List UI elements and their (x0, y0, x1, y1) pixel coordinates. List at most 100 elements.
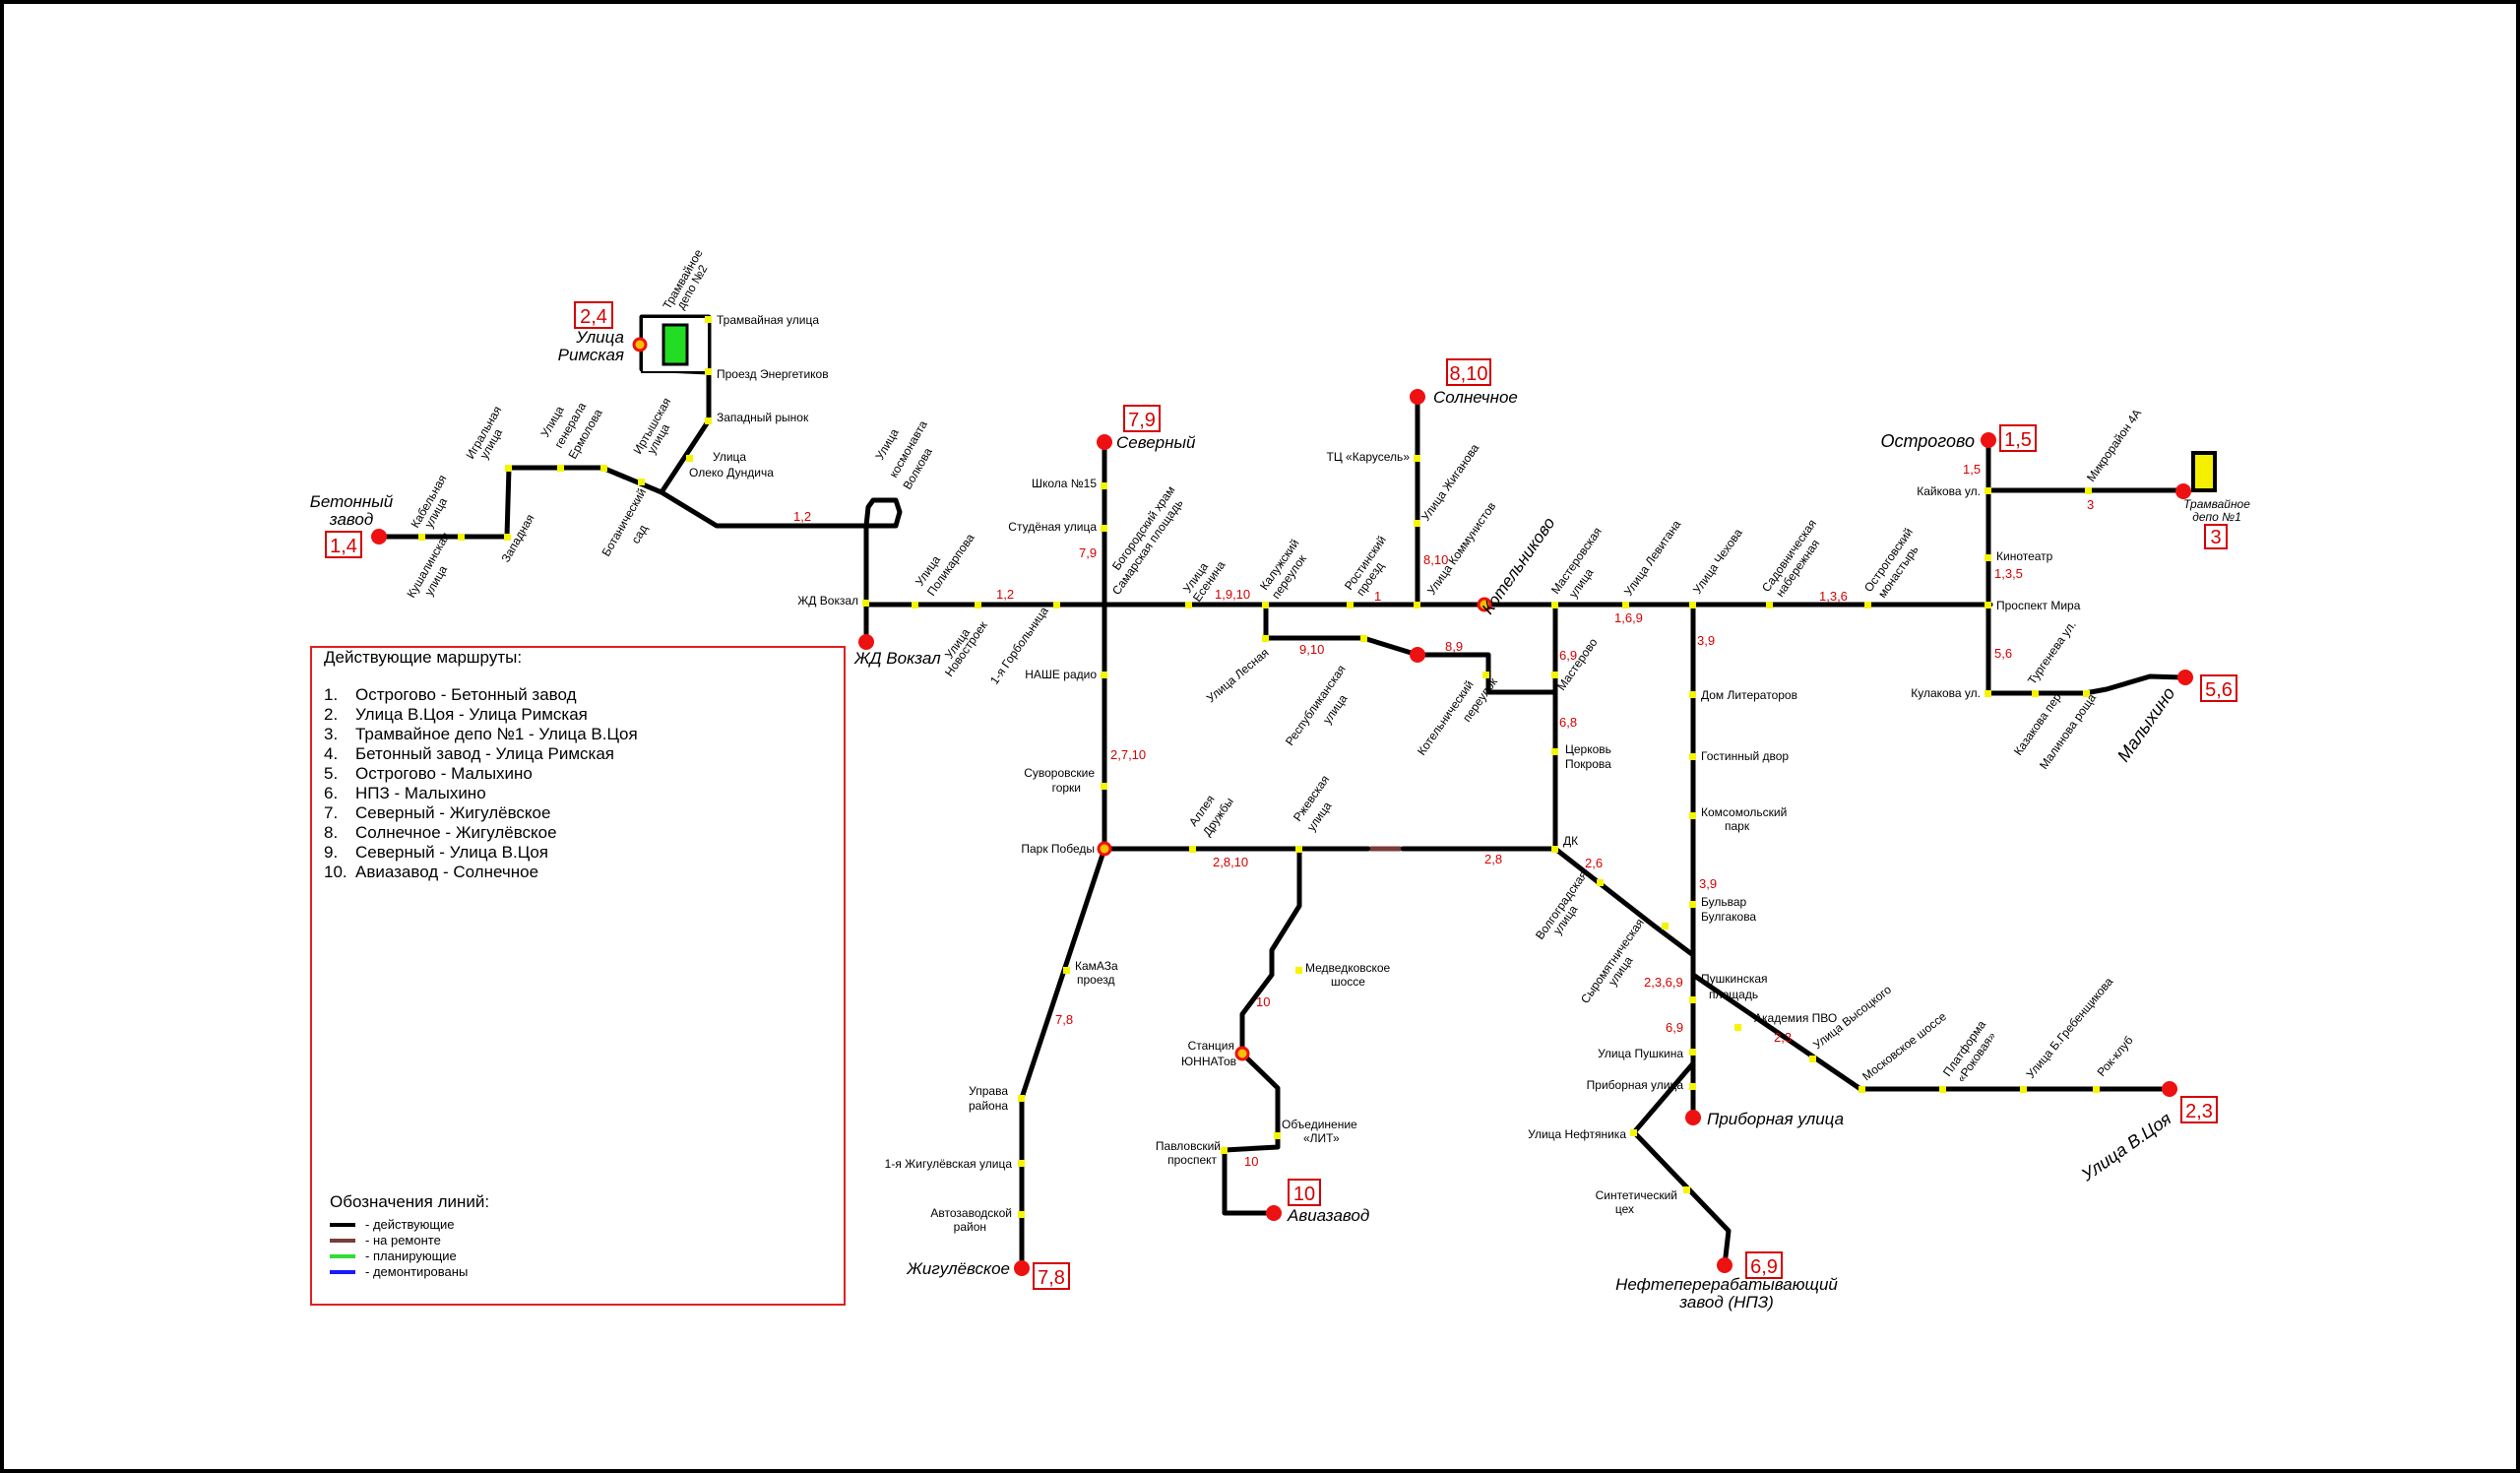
stop-bulgakova-2: Булгакова (1701, 910, 1756, 924)
stop-pavlovsky-1: Павловский (1156, 1139, 1221, 1153)
stop-kamaz-1: КамАЗа (1075, 959, 1118, 973)
stop-medved-1: Медведковское (1305, 961, 1391, 975)
depot-1 (2191, 451, 2217, 492)
swatch-dismantled (330, 1270, 355, 1274)
rn-2810: 2,8,10 (1213, 855, 1248, 869)
legend-panel: Действующие маршруты: 1.Острогово - Бето… (310, 646, 846, 1306)
stop-zapadny-rynok: Западный рынок (717, 411, 809, 424)
box-depot1: 3 (2210, 527, 2221, 548)
stop-nashe-radio: НАШЕ радио (1025, 668, 1097, 681)
box-malyhino: 5,6 (2205, 679, 2233, 701)
stop-prospekt-mira: Проспект Мира (1996, 599, 2081, 612)
legend-route: 4.Бетонный завод - Улица Римская (324, 744, 614, 763)
rn-89: 8,9 (1445, 639, 1463, 654)
stop-zhigul-1: 1-я Жигулёвская улица (885, 1157, 1013, 1171)
stop-sintetich-1: Синтетический (1596, 1188, 1677, 1202)
rn-15: 1,5 (1963, 462, 1981, 477)
legend-route: 7.Северный - Жигулёвское (324, 803, 551, 822)
rn-69b: 6,9 (1666, 1020, 1683, 1035)
stop-park-pobedy: Парк Победы (1021, 842, 1095, 856)
legend-route: 5.Острогово - Малыхино (324, 764, 533, 783)
rn-12a: 1,2 (793, 509, 811, 524)
term-betonny-2: завод (329, 510, 374, 529)
stop-kinoteatr: Кинотеатр (1996, 549, 2053, 563)
stop-oblit-1: Объединение (1282, 1118, 1357, 1131)
stop-avtozavod-2: район (954, 1220, 986, 1234)
legend-lines-list: - действующие - на ремонте - планирующие… (330, 1217, 468, 1280)
stop-neftyanika: Улица Нефтяника (1528, 1127, 1626, 1141)
term-depot1-1: Трамвайное (2183, 497, 2250, 511)
stop-yunnat-2: ЮННАТов (1181, 1055, 1236, 1068)
box-aviazavod: 10 (1293, 1184, 1315, 1205)
rn-78: 7,8 (1055, 1012, 1073, 1027)
swatch-active (330, 1223, 355, 1227)
stop-pavlovsky-2: проспект (1167, 1153, 1217, 1167)
rn-910: 9,10 (1299, 642, 1324, 657)
legend-line-planned: - планирующие (330, 1249, 468, 1264)
stop-gostiny: Гостинный двор (1701, 749, 1789, 763)
swatch-repair (330, 1239, 355, 1243)
rn-810: 8,10 (1423, 552, 1448, 567)
rn-28: 2,8 (1484, 852, 1502, 866)
box-ostrogovo: 1,5 (2004, 429, 2032, 451)
stop-tserkov-1: Церковь (1565, 742, 1611, 756)
legend-routes-list: 1.Острогово - Бетонный завод 2.Улица В.Ц… (324, 685, 638, 882)
stop-tramvaynaya: Трамвайная улица (717, 313, 819, 327)
term-depot1-2: депо №1 (2192, 510, 2241, 524)
swatch-planned (330, 1254, 355, 1258)
term-ostrogovo: Острогово (1880, 431, 1975, 451)
box-zhigulevskoe: 7,8 (1038, 1267, 1065, 1289)
rn-1910: 1,9,10 (1215, 587, 1250, 602)
stop-komsomolsky-2: парк (1725, 819, 1750, 833)
legend-line-repair: - на ремонте (330, 1233, 468, 1249)
legend-route: 8.Солнечное - Жигулёвское (324, 823, 557, 842)
term-npz-1: Нефтеперерабатывающий (1615, 1275, 1838, 1294)
legend-route: 9.Северный - Улица В.Цоя (324, 843, 548, 862)
stop-yunnat-1: Станция (1188, 1039, 1234, 1053)
box-betonny: 1,4 (330, 536, 357, 557)
stop-studenaya: Студёная улица (1008, 520, 1097, 534)
stop-medved-2: шоссе (1331, 975, 1365, 989)
stop-zhd-vokzal: ЖД Вокзал (797, 594, 858, 608)
stop-pushkinskaya-1: Пушкинская (1701, 972, 1768, 986)
stop-tserkov-2: Покрова (1565, 757, 1611, 771)
stop-energetikov: Проезд Энергетиков (717, 367, 829, 381)
rn-26: 2,6 (1585, 856, 1603, 870)
legend-route: 2.Улица В.Цоя - Улица Римская (324, 705, 588, 724)
stop-dom-literatorov: Дом Литераторов (1701, 688, 1797, 702)
rn-10b: 10 (1244, 1154, 1258, 1169)
rn-39b: 3,9 (1699, 876, 1717, 891)
term-severny: Северный (1116, 433, 1196, 452)
rn-169: 1,6,9 (1614, 610, 1643, 625)
box-tsoya: 2,3 (2185, 1101, 2213, 1122)
active-tracks (376, 314, 2188, 1271)
term-rimskaya-2: Римская (558, 346, 624, 364)
term-pribornaya: Приборная улица (1707, 1110, 1844, 1128)
rn-2710: 2,7,10 (1110, 747, 1146, 762)
box-solnechnoe: 8,10 (1450, 363, 1488, 385)
term-solnechnoe: Солнечное (1433, 388, 1518, 407)
transfer-markers (632, 337, 1492, 1061)
stop-komsomolsky-1: Комсомольский (1701, 805, 1787, 819)
stop-akademiya: Академия ПВО (1754, 1011, 1837, 1025)
rn-2369: 2,3,6,9 (1644, 975, 1683, 990)
rn-10a: 10 (1256, 994, 1270, 1009)
term-zhd: ЖД Вокзал (853, 649, 941, 668)
stop-kaykova: Кайкова ул. (1917, 484, 1981, 498)
route-boxes: 1,4 2,4 7,9 8,10 1,5 3 5,6 7,8 10 6,9 2,… (325, 301, 2237, 1290)
rn-23: 2,3 (1774, 1030, 1792, 1045)
stop-uprava-2: района (969, 1099, 1008, 1113)
rn-3: 3 (2087, 497, 2094, 512)
stop-pushkinskaya-2: площадь (1709, 988, 1758, 1001)
terminal-markers (371, 389, 2193, 1276)
legend-route: 1.Острогово - Бетонный завод (324, 685, 577, 704)
legend-title: Действующие маршруты: (324, 648, 523, 667)
box-severny: 7,9 (1128, 410, 1156, 431)
stop-kamaz-2: проезд (1077, 973, 1115, 987)
legend-route: 3.Трамвайное депо №1 - Улица В.Цоя (324, 725, 638, 743)
rn-39a: 3,9 (1697, 633, 1715, 648)
stop-avtozavod-1: Автозаводской (930, 1206, 1012, 1220)
stop-oleko-2: Олеко Дундича (689, 466, 774, 480)
stop-karusel: ТЦ «Карусель» (1327, 450, 1411, 464)
legend-line-active: - действующие (330, 1217, 468, 1233)
